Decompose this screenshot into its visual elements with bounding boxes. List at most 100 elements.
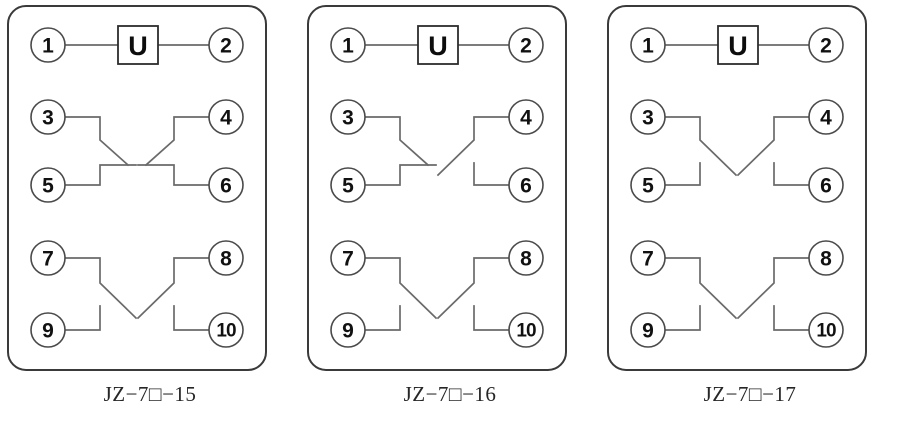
terminal-10[interactable]: 10 [208,312,244,348]
terminal-3[interactable]: 3 [330,99,366,135]
terminal-5[interactable]: 5 [30,167,66,203]
terminal-6[interactable]: 6 [208,167,244,203]
terminal-4[interactable]: 4 [508,99,544,135]
terminal-label-6: 6 [820,175,832,198]
terminal-9[interactable]: 9 [330,312,366,348]
terminal-circle-5[interactable] [30,167,66,203]
terminal-label-9: 9 [42,320,54,343]
terminal-circle-9[interactable] [330,312,366,348]
contact-3-5 [664,116,738,186]
terminal-5[interactable]: 5 [630,167,666,203]
terminal-circle-1[interactable] [30,27,66,63]
terminal-circle-6[interactable] [208,167,244,203]
contact-8-10-wire-2 [173,305,210,331]
terminal-1[interactable]: 1 [630,27,666,63]
terminal-label-10: 10 [216,321,236,342]
terminal-label-8: 8 [520,248,532,271]
terminal-7[interactable]: 7 [30,240,66,276]
terminal-circle-5[interactable] [630,167,666,203]
terminal-circle-4[interactable] [808,99,844,135]
terminal-9[interactable]: 9 [30,312,66,348]
relay-case-drawing: U 1 2 3 4 5 6 7 8 9 10 [307,5,567,371]
terminal-circle-6[interactable] [508,167,544,203]
terminal-label-4: 4 [520,107,532,130]
coil-label: U [428,31,448,61]
contact-7-9 [64,257,138,331]
contact-8-10-wire-1 [136,257,210,320]
contact-3-5-wire-1 [64,116,130,167]
terminal-8[interactable]: 8 [808,240,844,276]
terminal-1[interactable]: 1 [330,27,366,63]
contact-8-10 [436,257,510,331]
terminal-label-1: 1 [342,35,354,58]
terminal-label-8: 8 [220,248,232,271]
terminal-8[interactable]: 8 [508,240,544,276]
terminal-label-2: 2 [220,35,232,58]
terminal-10[interactable]: 10 [808,312,844,348]
terminal-circle-9[interactable] [630,312,666,348]
terminal-circle-3[interactable] [30,99,66,135]
terminal-label-1: 1 [642,35,654,58]
relay-case-outline [307,5,567,371]
terminal-2[interactable]: 2 [208,27,244,63]
terminal-3[interactable]: 3 [630,99,666,135]
terminal-label-6: 6 [220,175,232,198]
terminal-3[interactable]: 3 [30,99,66,135]
terminal-label-3: 3 [342,107,354,130]
coil-label: U [728,31,748,61]
terminal-circle-10[interactable] [508,312,544,348]
terminal-7[interactable]: 7 [630,240,666,276]
terminal-label-1: 1 [42,35,54,58]
terminal-circle-1[interactable] [630,27,666,63]
terminal-circle-9[interactable] [30,312,66,348]
terminal-circle-7[interactable] [30,240,66,276]
panel-caption-2: JZ−7□−16 [403,382,497,406]
contact-4-6-wire-1 [436,116,510,177]
terminal-circle-8[interactable] [208,240,244,276]
terminal-7[interactable]: 7 [330,240,366,276]
terminal-4[interactable]: 4 [208,99,244,135]
contact-4-6 [436,116,510,186]
relay-case-outline [7,5,267,371]
terminal-2[interactable]: 2 [508,27,544,63]
terminal-8[interactable]: 8 [208,240,244,276]
coil-label: U [128,31,148,61]
terminal-5[interactable]: 5 [330,167,366,203]
terminal-circle-3[interactable] [330,99,366,135]
terminal-circle-2[interactable] [808,27,844,63]
terminal-label-3: 3 [42,107,54,130]
terminal-circle-1[interactable] [330,27,366,63]
panel-caption-3: JZ−7□−17 [703,382,797,406]
terminal-circle-4[interactable] [508,99,544,135]
terminal-6[interactable]: 6 [508,167,544,203]
terminal-label-7: 7 [642,248,654,271]
terminal-circle-10[interactable] [208,312,244,348]
contact-7-9-wire-1 [664,257,738,320]
contact-7-9-wire-2 [364,305,401,331]
terminal-4[interactable]: 4 [808,99,844,135]
terminal-9[interactable]: 9 [630,312,666,348]
terminal-circle-4[interactable] [208,99,244,135]
terminal-circle-3[interactable] [630,99,666,135]
relay-case-drawing: U 1 2 3 4 5 6 7 8 9 10 [7,5,267,371]
contact-7-9-wire-1 [64,257,138,320]
terminal-circle-5[interactable] [330,167,366,203]
terminal-2[interactable]: 2 [808,27,844,63]
terminal-6[interactable]: 6 [808,167,844,203]
terminal-circle-8[interactable] [808,240,844,276]
contact-7-9-wire-2 [664,305,701,331]
terminal-1[interactable]: 1 [30,27,66,63]
terminal-circle-8[interactable] [508,240,544,276]
terminal-circle-7[interactable] [630,240,666,276]
terminal-circle-2[interactable] [508,27,544,63]
terminal-circle-6[interactable] [808,167,844,203]
terminal-label-5: 5 [642,175,654,198]
contact-3-5-wire-1 [664,116,738,177]
terminal-10[interactable]: 10 [508,312,544,348]
terminal-circle-10[interactable] [808,312,844,348]
terminal-circle-7[interactable] [330,240,366,276]
terminal-circle-2[interactable] [208,27,244,63]
terminal-label-5: 5 [42,175,54,198]
